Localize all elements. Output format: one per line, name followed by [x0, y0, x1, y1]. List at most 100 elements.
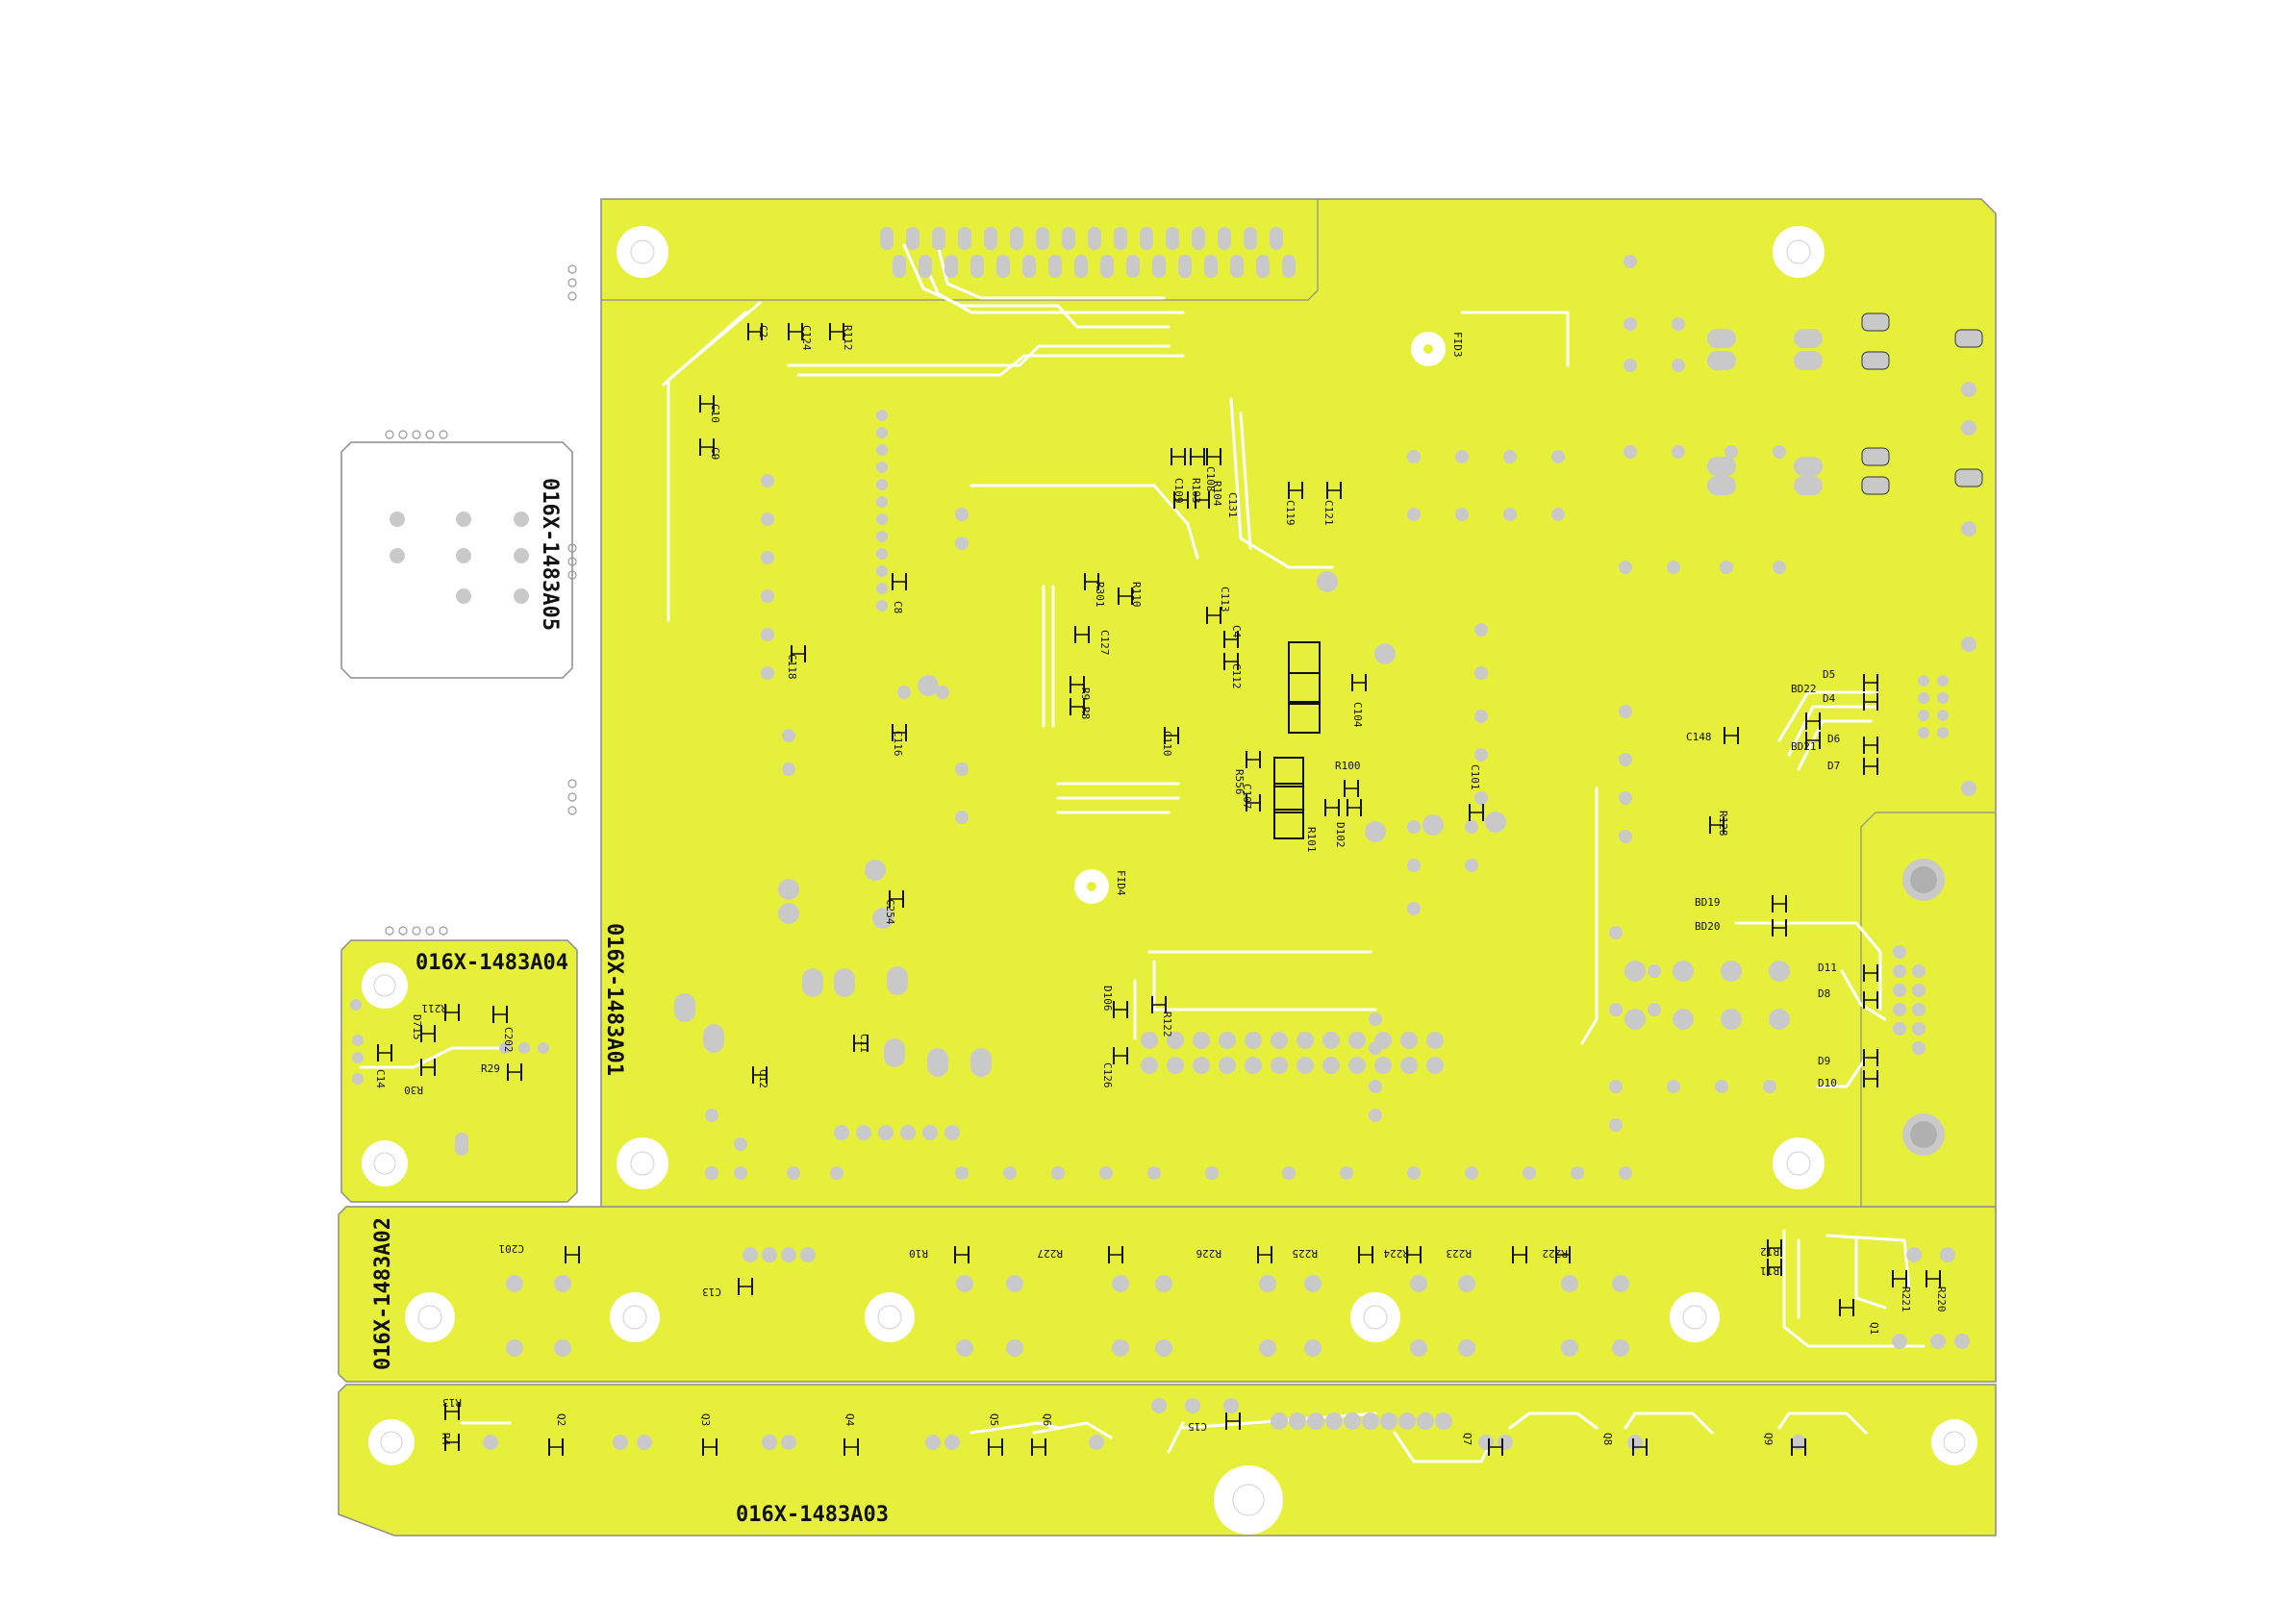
capacitor-footprint: [444, 1434, 460, 1451]
ref-designator: R128: [1717, 811, 1729, 837]
oval-pad: [1100, 255, 1114, 278]
pad: [1365, 821, 1386, 842]
capacitor-footprint: [853, 1035, 869, 1052]
pad: [506, 1339, 523, 1357]
pad: [1426, 1032, 1444, 1049]
capacitor-footprint: [738, 1278, 753, 1295]
capacitor-footprint: [1488, 1438, 1503, 1456]
pad: [1769, 961, 1790, 982]
ref-designator: R226: [1196, 1247, 1222, 1260]
capacitor-footprint: [1151, 996, 1167, 1013]
pad: [1673, 961, 1694, 982]
mounting-hole-inner: [1682, 1305, 1707, 1330]
ref-designator: R29: [481, 1062, 500, 1075]
pad: [876, 600, 888, 612]
oval-pad: [1178, 255, 1192, 278]
ref-designator: D715: [411, 1014, 423, 1040]
capacitor-footprint: [1113, 1047, 1128, 1064]
pad: [352, 1052, 364, 1063]
ref-designator: C126: [1101, 1062, 1114, 1088]
pad: [876, 462, 888, 473]
oval-pad: [834, 968, 855, 997]
pad: [1954, 1334, 1970, 1349]
pad: [1912, 1003, 1926, 1016]
ref-designator: Q4: [843, 1413, 856, 1427]
pad: [1407, 859, 1421, 872]
oval-pad: [944, 255, 958, 278]
mounting-hole-inner: [1943, 1431, 1966, 1454]
ref-designator: R100: [1335, 760, 1361, 772]
ref-designator: C8: [892, 601, 904, 613]
ref-designator: Q8: [1601, 1433, 1614, 1445]
pad: [1763, 1080, 1776, 1093]
mounting-hole-inner: [1786, 1151, 1811, 1176]
ref-designator: C107: [1241, 784, 1253, 810]
ref-designator: C113: [1219, 587, 1231, 612]
capacitor-footprint: [1709, 816, 1725, 834]
pad: [1721, 961, 1742, 982]
capacitor-footprint: [1113, 1001, 1128, 1018]
pad: [1571, 1166, 1584, 1180]
pad: [761, 474, 774, 487]
pad: [1410, 1339, 1427, 1357]
ref-designator: R224: [1383, 1247, 1409, 1260]
sq-pad: [1954, 468, 1983, 487]
pad: [1918, 727, 1929, 738]
oval-pad: [1048, 255, 1062, 278]
pad: [1219, 1032, 1236, 1049]
pad: [865, 860, 886, 881]
tab-perforation: [385, 926, 394, 936]
pad: [499, 1042, 511, 1054]
pad: [1348, 1057, 1366, 1074]
pad: [1474, 710, 1488, 723]
oval-pad: [703, 1024, 724, 1053]
pad: [1458, 1275, 1475, 1292]
pad: [1374, 1032, 1392, 1049]
pad: [782, 762, 795, 776]
pad: [390, 548, 405, 563]
capacitor-footprint: [699, 395, 715, 412]
pad: [705, 1166, 718, 1180]
pad: [925, 1435, 941, 1450]
pad: [1282, 1166, 1296, 1180]
a01-inner-outline-2: [1860, 812, 1996, 1210]
tab-perforation: [567, 779, 577, 788]
ref-designator: C11: [858, 1034, 870, 1053]
fiducial-center: [1087, 882, 1096, 891]
ref-designator: BD21: [1791, 740, 1817, 753]
pad: [944, 1435, 960, 1450]
pad: [1715, 1080, 1728, 1093]
tab-perforation: [567, 291, 577, 301]
pad: [1624, 317, 1637, 331]
oval-pad: [674, 993, 695, 1022]
ref-designator: C2: [757, 325, 769, 337]
capacitor-footprint: [889, 890, 904, 908]
capacitor-footprint: [1351, 674, 1367, 691]
ref-designator: C4: [1230, 625, 1243, 638]
pad: [1893, 945, 1906, 959]
tab-perforation: [567, 278, 577, 287]
pad: [352, 1035, 364, 1046]
ref-designator: C201: [499, 1242, 525, 1255]
capacitor-footprint: [507, 1063, 522, 1081]
ref-designator: R211: [422, 1002, 448, 1014]
oval-pad: [1794, 457, 1823, 476]
ref-designator: Q7: [1461, 1433, 1473, 1445]
pad: [1259, 1275, 1276, 1292]
pad: [1619, 753, 1632, 766]
pad: [1006, 1339, 1023, 1357]
pad: [1893, 964, 1906, 978]
capacitor-footprint: [1344, 780, 1359, 797]
capacitor-footprint: [1171, 448, 1186, 465]
pad: [900, 1125, 916, 1140]
board-label-a04: 016X-1483A04: [415, 951, 568, 975]
pad: [1271, 1057, 1288, 1074]
pad: [613, 1435, 628, 1450]
pad: [456, 512, 471, 527]
ref-designator: R12: [1760, 1245, 1779, 1258]
pad: [1624, 255, 1637, 268]
capacitor-footprint: [1108, 1246, 1123, 1263]
oval-pad: [1794, 351, 1823, 370]
pad: [1619, 705, 1632, 718]
